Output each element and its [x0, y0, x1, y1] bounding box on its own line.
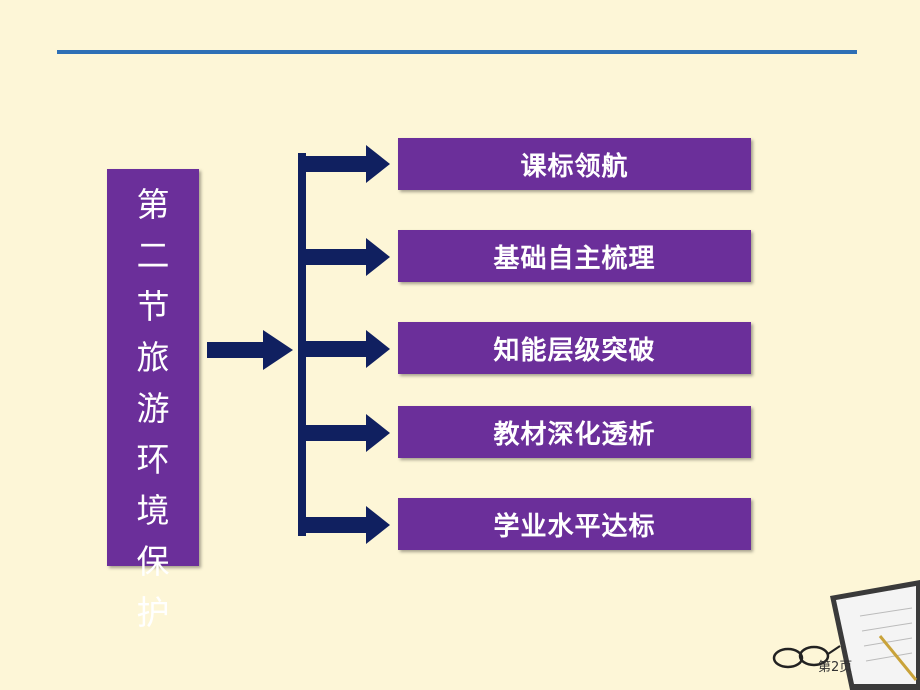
section-title: 第二节旅游环境保护	[107, 169, 199, 635]
item-box-basic-review[interactable]: 基础自主梳理	[398, 230, 751, 282]
section-title-char: 环	[136, 440, 170, 479]
branch-arrow-icon	[304, 506, 390, 544]
main-arrow-icon	[207, 330, 293, 370]
section-title-char: 境	[136, 491, 170, 530]
branch-arrow-icon	[304, 330, 390, 368]
section-title-char: 游	[136, 389, 170, 428]
section-title-box: 第二节旅游环境保护	[107, 169, 199, 632]
item-label: 教材深化透析	[493, 419, 656, 450]
page-number: 第2页	[818, 660, 853, 675]
item-box-textbook-analysis[interactable]: 教材深化透析	[398, 406, 751, 458]
top-divider-line	[57, 50, 857, 54]
section-title-char: 旅	[136, 338, 170, 377]
item-label: 知能层级突破	[493, 335, 656, 366]
item-label: 学业水平达标	[493, 511, 656, 542]
section-title-char: 护	[136, 593, 170, 632]
section-title-char: 第	[136, 185, 170, 224]
item-box-course-standards[interactable]: 课标领航	[398, 138, 751, 190]
section-title-char: 二	[136, 236, 170, 275]
item-label: 基础自主梳理	[493, 243, 656, 274]
notebook-glasses-icon	[772, 580, 920, 690]
item-label: 课标领航	[520, 151, 629, 182]
section-title-char: 节	[136, 287, 170, 326]
bracket-spine	[298, 153, 306, 536]
section-title-char: 保	[136, 542, 170, 581]
item-box-proficiency-test[interactable]: 学业水平达标	[398, 498, 751, 550]
item-box-level-breakthrough[interactable]: 知能层级突破	[398, 322, 751, 374]
branch-arrow-icon	[304, 145, 390, 183]
branch-arrow-icon	[304, 238, 390, 276]
branch-arrow-icon	[304, 414, 390, 452]
